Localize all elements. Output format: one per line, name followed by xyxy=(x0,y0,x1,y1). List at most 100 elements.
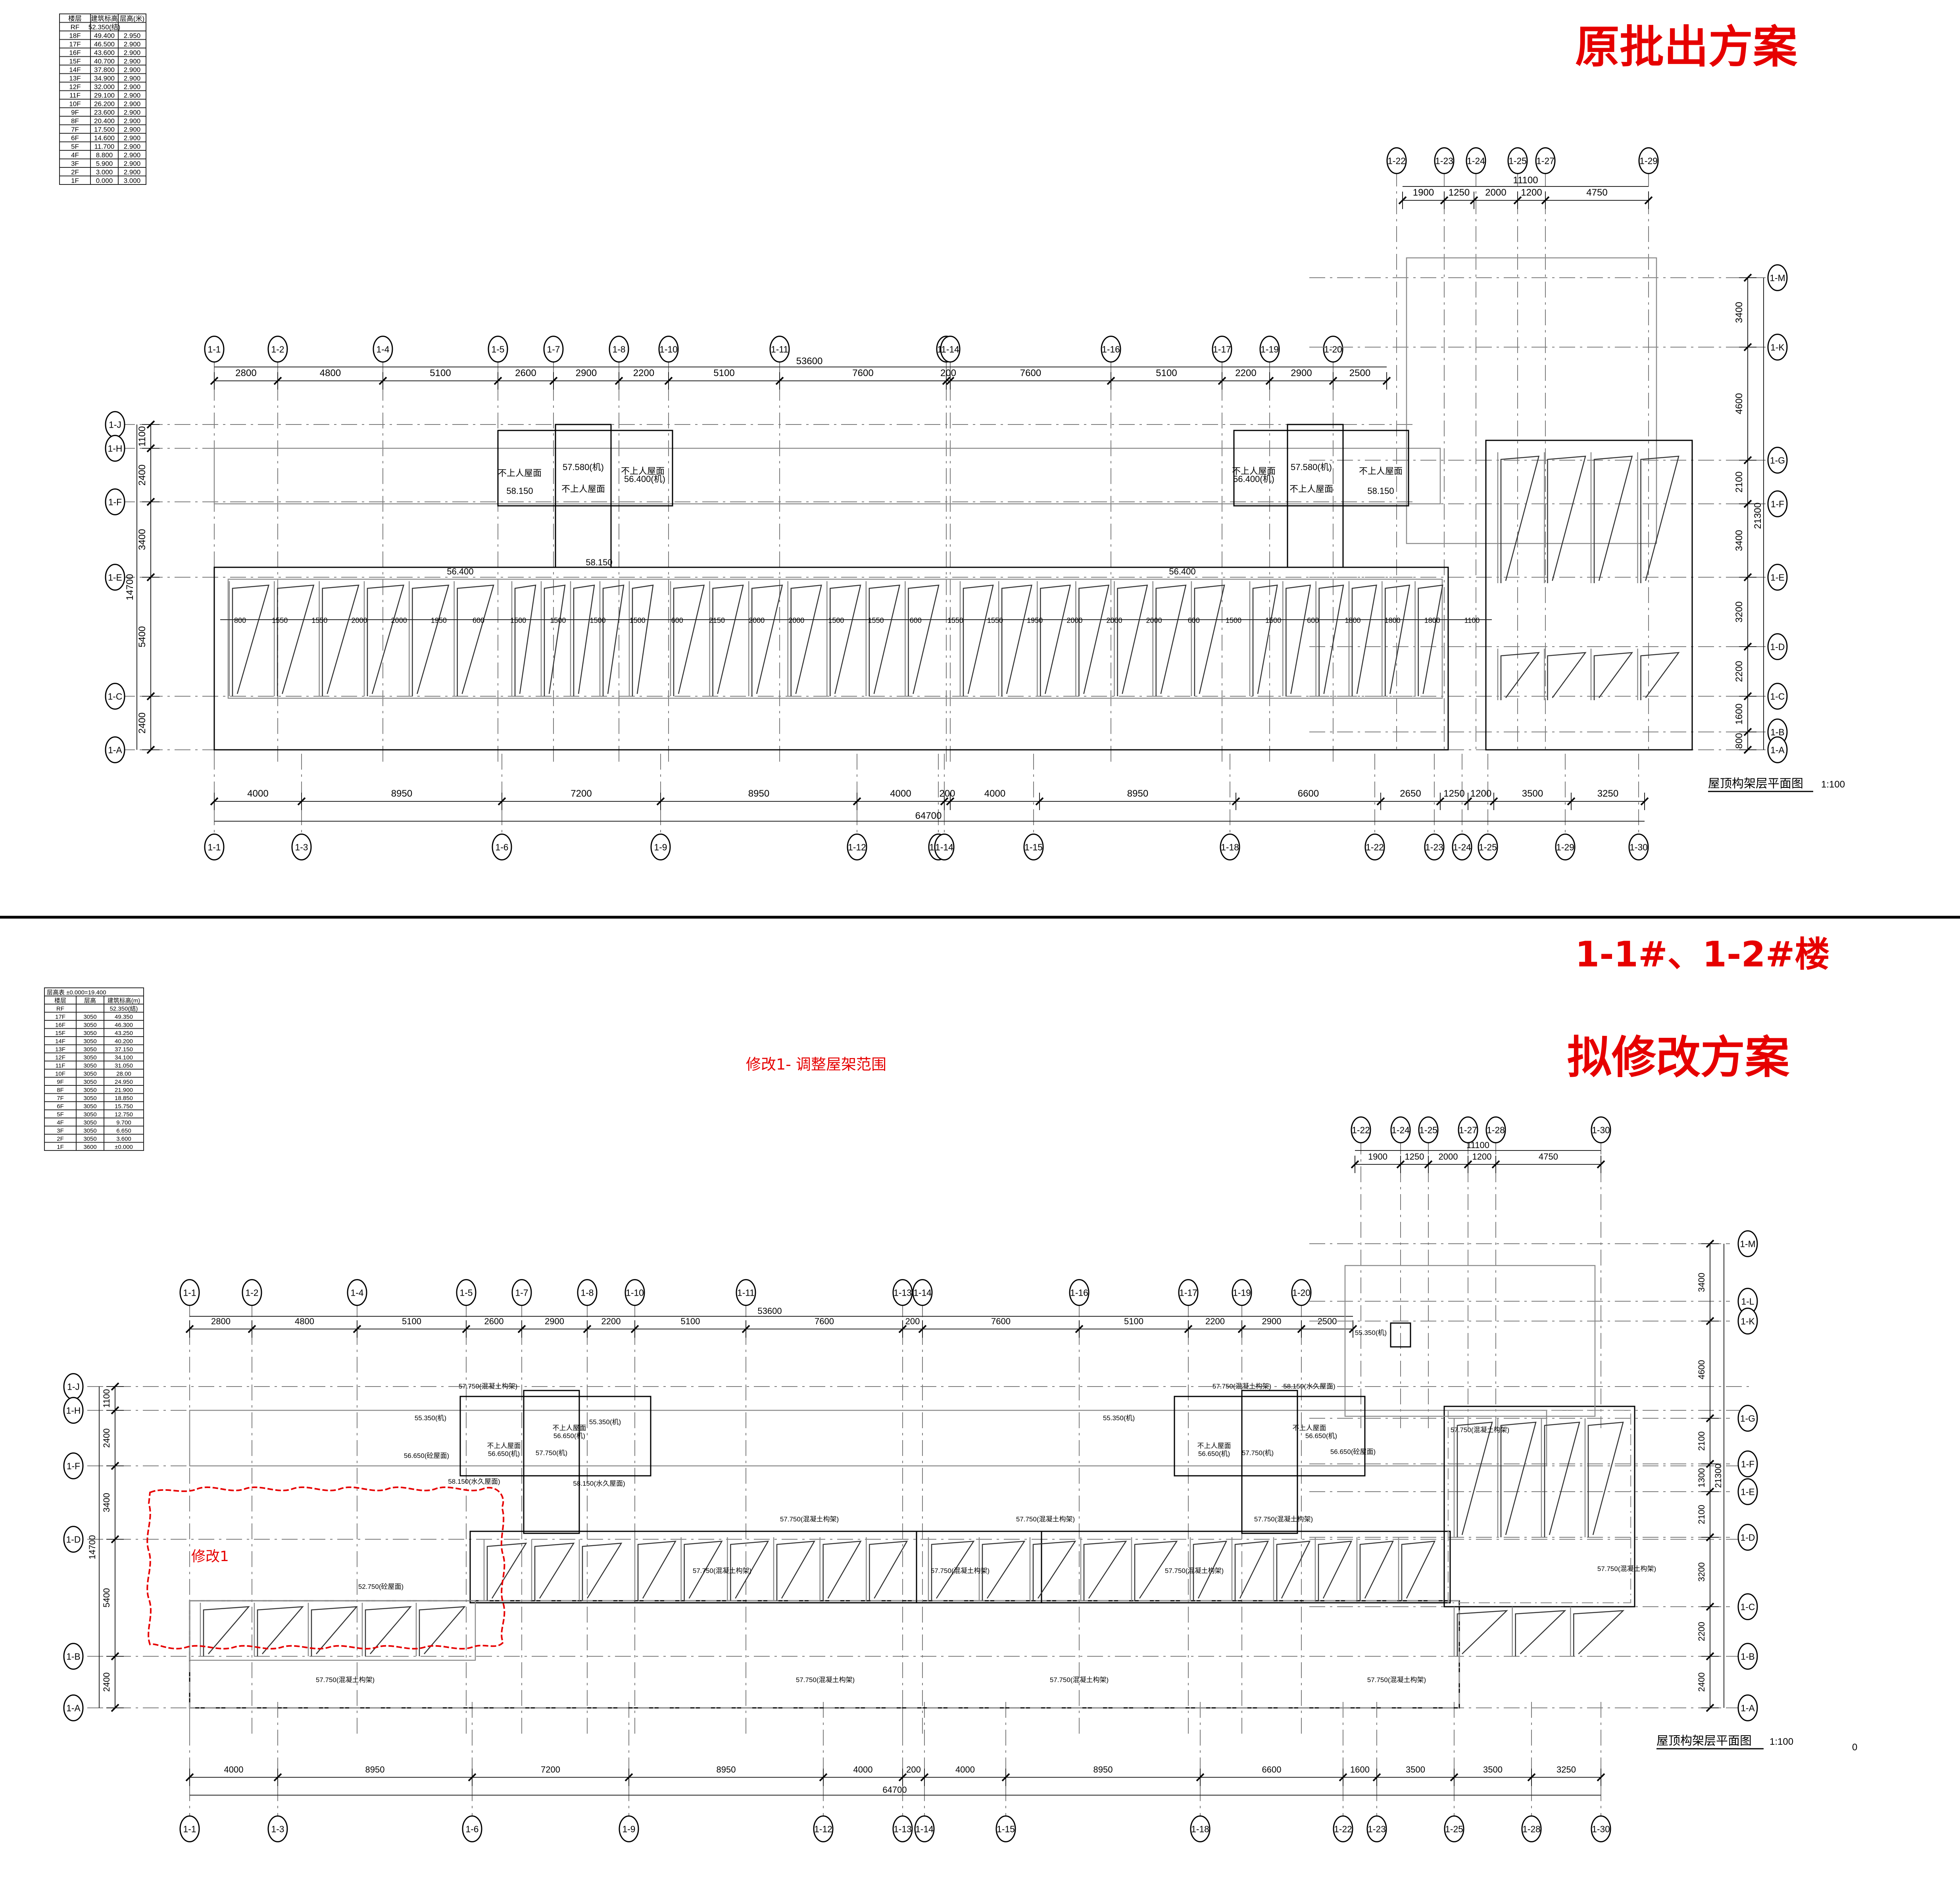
dimension-tick xyxy=(1706,1533,1714,1542)
level-table-cell: 3050 xyxy=(83,1079,96,1085)
dimension-tick xyxy=(1706,1704,1714,1712)
dimension-tick xyxy=(1567,797,1576,806)
level-table-cell: 4F xyxy=(57,1120,64,1126)
roof-frame-beam xyxy=(1134,1540,1178,1601)
dimension-tick xyxy=(1450,1773,1458,1782)
level-table-cell: 28.00 xyxy=(116,1071,131,1077)
grid-axis-bubble: 1-19 xyxy=(1259,336,1280,363)
axis-bubble-label: 1-3 xyxy=(295,842,308,852)
roof-frame-beam xyxy=(544,584,566,696)
level-table-cell: 18F xyxy=(69,32,81,40)
dimension-tick xyxy=(1349,1325,1357,1333)
roof-frame-beam xyxy=(730,1540,769,1601)
dimension-tick xyxy=(656,797,665,806)
roof-frame-beam xyxy=(534,1542,575,1601)
bay-dimension-value: 800 xyxy=(234,617,246,624)
dimension-value: 2800 xyxy=(211,1316,231,1326)
grid-axis-bubble: 1-14 xyxy=(940,336,961,363)
axis-bubble-label: 1-11 xyxy=(771,344,788,354)
roof-frame-bays xyxy=(1189,1537,1436,1601)
level-table-cell: 37.150 xyxy=(115,1046,133,1053)
dimension-value: 8950 xyxy=(1127,788,1148,799)
level-table-cell: 49.350 xyxy=(115,1014,133,1020)
dimension-tick xyxy=(1743,573,1752,582)
grid-axis-bubble: 1-14 xyxy=(912,1279,933,1306)
axis-bubble-label: 1-22 xyxy=(1387,156,1406,166)
roof-frame-beam xyxy=(1155,584,1187,696)
elevation-label: 57.750(混凝土构架) xyxy=(796,1676,855,1684)
axis-bubble-label: 1-J xyxy=(109,419,121,430)
level-table-cell: 3050 xyxy=(83,1022,96,1029)
level-table-cell: 0.000 xyxy=(96,177,113,184)
level-table-cell: 6F xyxy=(71,134,79,142)
dimension-tick xyxy=(1232,797,1240,806)
axis-bubble-label: 1-8 xyxy=(581,1287,594,1298)
level-table-cell: 2.900 xyxy=(124,109,141,116)
axis-bubble-circle xyxy=(1737,1230,1758,1257)
elevation-label: 58.150 xyxy=(586,557,612,567)
dimension-value: 3250 xyxy=(1597,788,1618,799)
roof-frame-beam xyxy=(1457,1610,1508,1656)
overall-dimension-value: 11100 xyxy=(1466,1140,1489,1150)
level-table-cell: 3050 xyxy=(83,1095,96,1102)
dimension-value: 3400 xyxy=(1734,302,1745,323)
axis-bubble-circle xyxy=(736,1279,756,1306)
elevation-label: 55.350(机) xyxy=(1355,1329,1387,1337)
dimension-value: 1200 xyxy=(1472,1152,1492,1162)
axis-bubble-circle xyxy=(1069,1279,1090,1306)
roof-frame-beam xyxy=(751,584,783,696)
level-table-cell: 2.900 xyxy=(124,169,141,176)
roof-frame-bays xyxy=(229,581,494,696)
axis-bubble-circle xyxy=(1259,336,1280,363)
dimension-value: 2000 xyxy=(1485,187,1506,198)
dimension-value: 2000 xyxy=(1439,1152,1458,1162)
dimension-tick xyxy=(273,376,282,385)
axis-bubble-circle xyxy=(1591,1116,1611,1143)
axis-bubble-circle xyxy=(940,336,961,363)
dimension-value: 3500 xyxy=(1522,788,1543,799)
dimension-value: 4600 xyxy=(1734,393,1745,414)
table-cell xyxy=(118,22,146,31)
main-roof-inner-outline xyxy=(227,578,1443,699)
grid-axis-bubble: 1-17 xyxy=(1212,336,1232,363)
level-table-cell: 3050 xyxy=(83,1103,96,1110)
grid-axis-bubble: 1-13 xyxy=(892,1815,913,1842)
dimension-tick xyxy=(1527,1773,1536,1782)
level-table-cell: 29.100 xyxy=(94,92,115,99)
roof-frame-beam xyxy=(322,584,359,696)
proposed-scheme-title: 拟修改方案 xyxy=(1567,1032,1789,1083)
dimension-value: 3250 xyxy=(1556,1765,1576,1775)
level-table-cell: 7F xyxy=(57,1095,64,1102)
grid-axis-bubble: 1-7 xyxy=(543,336,564,363)
frame-block xyxy=(469,1531,1042,1604)
dimension-tick xyxy=(1706,1239,1714,1248)
axis-bubble-circle xyxy=(995,1815,1016,1842)
axis-bubble-label: 1-A xyxy=(108,745,122,755)
axis-bubble-label: 1-29 xyxy=(1556,842,1574,852)
dimension-tick xyxy=(1396,1160,1405,1169)
axis-bubble-label: 1-C xyxy=(108,691,123,701)
axis-bubble-label: 1-H xyxy=(108,443,123,453)
axis-bubble-label: 1-10 xyxy=(659,344,678,354)
dimension-value: 4000 xyxy=(955,1765,975,1775)
roof-frame-beam xyxy=(514,584,536,696)
roof-frame-beam xyxy=(419,1606,466,1656)
dimension-value: 2200 xyxy=(1235,368,1256,378)
axis-bubble-circle xyxy=(63,1452,84,1479)
dimension-tick xyxy=(1464,797,1472,806)
dimension-tick xyxy=(1706,1414,1714,1423)
axis-bubble-circle xyxy=(1767,633,1788,660)
grid-axis-bubble: 1-E xyxy=(1737,1478,1758,1505)
level-table-cell: 23.600 xyxy=(94,109,115,116)
stair-core-left xyxy=(497,430,673,507)
axis-bubble-circle xyxy=(1291,1279,1312,1306)
level-table-cell: 34.100 xyxy=(115,1054,133,1061)
dimension-tick xyxy=(742,1325,750,1333)
level-table-cell: 4F xyxy=(71,152,79,159)
axis-bubble-circle xyxy=(892,1815,913,1842)
axis-bubble-label: 1-F xyxy=(67,1461,80,1471)
roof-frame-beam xyxy=(582,1542,623,1601)
grid-axis-bubble: 1-9 xyxy=(619,1815,639,1842)
level-table-cell: 6.650 xyxy=(116,1127,131,1134)
bay-dimension-value: 1500 xyxy=(590,617,605,624)
